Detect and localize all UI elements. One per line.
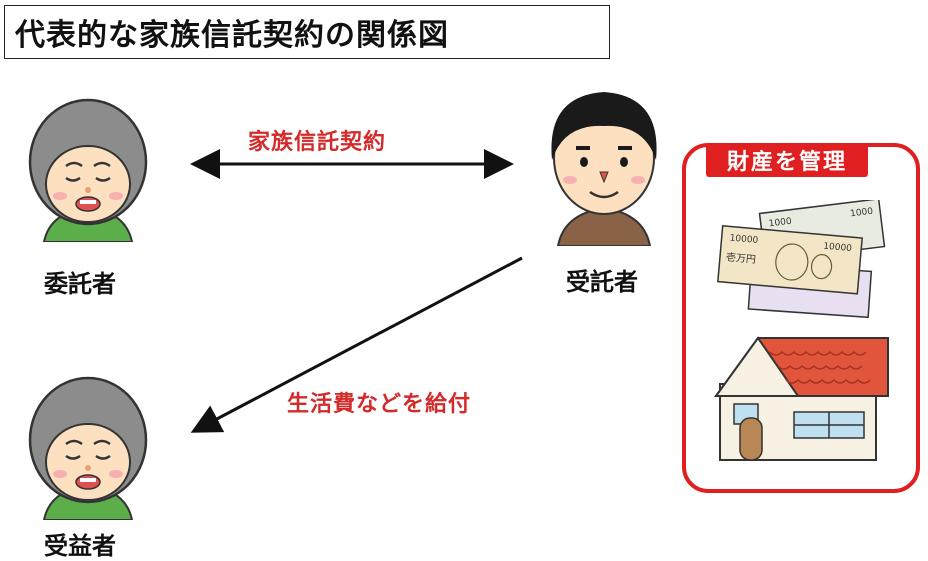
svg-text:10000: 10000 [823, 242, 853, 254]
trustee-label: 受託者 [566, 268, 638, 296]
note-10000-kanji: 壱万円 [725, 250, 756, 266]
contract-label: 家族信託契約 [248, 130, 387, 155]
benefit-label: 生活費などを給付 [287, 392, 472, 417]
page-title: 代表的な家族信託契約の関係図 [15, 18, 449, 53]
trustee-illustration [551, 92, 657, 246]
note-10000-text: 10000 [729, 234, 759, 246]
title-box: 代表的な家族信託契約の関係図 [4, 5, 610, 59]
banknotes-icon: 5000 1000 千円 1000 10000 壱万円 10000 [717, 200, 886, 319]
settlor-illustration [28, 98, 148, 242]
property-tab: 財産を管理 [706, 143, 868, 177]
beneficiary-label: 受益者 [44, 532, 116, 560]
settlor-label: 委託者 [44, 270, 116, 298]
house-icon [714, 336, 889, 461]
property-label: 財産を管理 [726, 150, 847, 175]
beneficiary-illustration [28, 376, 148, 520]
note-1000-text: 1000 [768, 217, 792, 230]
benefit-arrow [190, 256, 523, 433]
svg-text:1000: 1000 [850, 207, 874, 220]
